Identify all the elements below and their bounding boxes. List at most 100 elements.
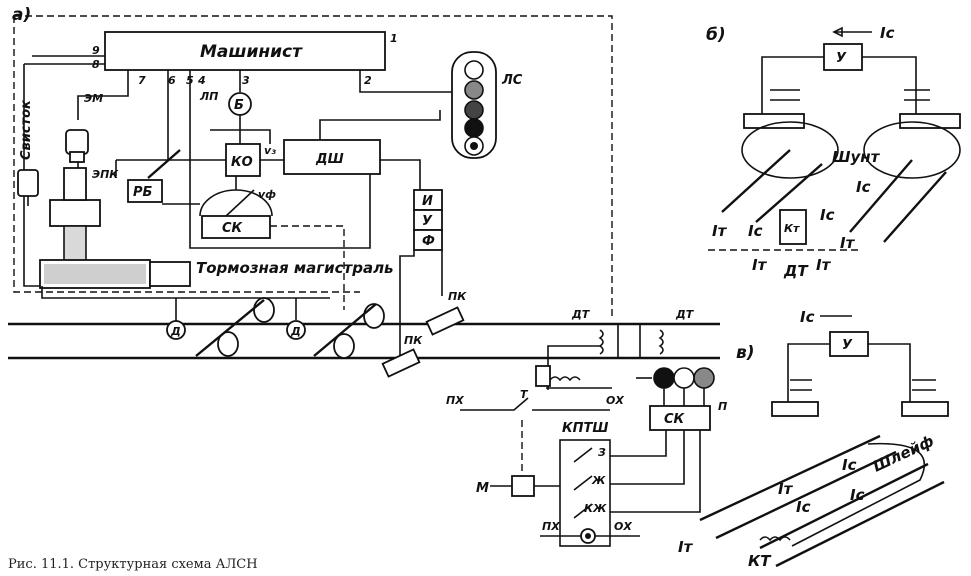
vf-label: vф [258, 188, 276, 201]
brake-cylinder [150, 262, 190, 286]
dt1-coil [600, 330, 603, 354]
panel-b-rail-a [722, 150, 822, 222]
kptsh-label: КПТШ [562, 421, 608, 436]
panel-v-ic-top: Iс [800, 308, 815, 326]
panel-b-shunt-label: Шунт [832, 148, 881, 166]
num-9: 9 [92, 44, 100, 57]
d1-label: Д [170, 325, 181, 338]
pk1-label: ПК [448, 290, 467, 303]
em-label: ЭМ [84, 92, 103, 105]
ox2-label: ОХ [614, 520, 632, 533]
ls-lamp-hatched-1 [465, 81, 483, 99]
pk2-coil [383, 349, 420, 376]
ko-label: КО [231, 155, 253, 170]
panel-b-rail-left [744, 114, 804, 128]
brake-reservoir-fill [44, 264, 146, 284]
num-2: 2 [364, 74, 372, 87]
num-7: 7 [138, 74, 146, 87]
epk-head [64, 168, 86, 200]
signal-to-sk [664, 388, 704, 406]
dt-insulating-joint [618, 324, 640, 358]
dt1-label: ДТ [571, 308, 591, 321]
dt2-label: ДТ [675, 308, 695, 321]
panel-v-ic2: Iс [796, 498, 811, 516]
p-label: П [718, 400, 727, 413]
whistle-body [18, 170, 38, 196]
px1-wire [460, 398, 528, 410]
em-valve [66, 130, 88, 154]
z-label: З [598, 446, 606, 459]
wire-2 [360, 70, 452, 92]
iuf-u-label: У [422, 214, 433, 229]
figure-caption: Рис. 11.1. Структурная схема АЛСН [8, 557, 258, 571]
ls-lamp-white [465, 61, 483, 79]
panel-b-it1: Iт [712, 222, 728, 240]
wheel-2a [364, 304, 384, 328]
ls-lamp-ring-core [470, 142, 478, 150]
num-3: 3 [242, 74, 250, 87]
panel-v-current-arrows [790, 380, 936, 390]
sk-track-label: СК [664, 412, 686, 427]
panel-v-ic1: Iс [842, 456, 857, 474]
track-transformer [550, 377, 580, 380]
epk-label: ЭПК [92, 168, 119, 181]
em-valve-base [70, 152, 84, 162]
panel-a-label: а) [12, 5, 31, 25]
motor-box [512, 476, 534, 496]
iuf-f-label: Ф [422, 234, 435, 249]
panel-b-rail-b [850, 160, 946, 242]
sk-label: СК [222, 221, 244, 236]
panel-v-it1: Iт [778, 480, 794, 498]
kptsh-to-sk [610, 430, 700, 512]
panel-b-rail-right [900, 114, 960, 128]
panel-v-kt: КТ [748, 552, 772, 570]
signal-lamp-3 [694, 368, 714, 388]
panel-b-dt: ДТ [783, 262, 809, 280]
sk-needle [226, 190, 254, 216]
rb-label: РБ [133, 185, 153, 200]
pk1-coil [427, 307, 464, 334]
px1-label: ПХ [446, 394, 464, 407]
panel-b-ic-top: Iс [880, 24, 895, 42]
whistle-label: Свисток [19, 99, 34, 160]
num-6: 6 [168, 74, 176, 87]
panel-v-label: в) [736, 343, 755, 363]
ls-label: ЛС [501, 73, 523, 88]
panel-v-rail-left [772, 402, 818, 416]
b-lamp-label: Б [234, 98, 244, 113]
pk2-label: ПК [404, 334, 423, 347]
panel-b-current-arrows [770, 90, 930, 100]
brake-main-label: Тормозная магистраль [196, 259, 394, 277]
dsh-to-iuf [380, 160, 420, 190]
d2-label: Д [290, 325, 301, 338]
panel-v-rail-right [902, 402, 948, 416]
num-1: 1 [390, 32, 398, 45]
dt-feed [548, 346, 600, 390]
rb-handle [148, 150, 180, 178]
panel-b-label: б) [706, 25, 726, 45]
panel-v-it2: Iт [678, 538, 694, 556]
dt2-coil [660, 330, 663, 354]
wheel-1a [254, 298, 274, 322]
panel-b-ic3: Iс [820, 206, 835, 224]
panel-b-u-label: У [836, 51, 847, 66]
dsh-label: ДШ [315, 152, 344, 167]
signal-lamp-1 [654, 368, 674, 388]
panel-b-it3: Iт [752, 256, 768, 274]
panel-b-kt-label: Кт [784, 222, 800, 235]
panel-b-ic2: Iс [748, 222, 763, 240]
dsh-to-ls [320, 110, 440, 140]
driver-label: Машинист [200, 42, 303, 62]
panel-v-rail-a [700, 436, 896, 538]
lp-label: ЛП [199, 90, 218, 103]
iuf-i-label: И [422, 194, 433, 209]
panel-b-it4: Iт [816, 256, 832, 274]
panel-v-ic3: Iс [850, 486, 865, 504]
panel-v-loop-label: Шлейф [870, 432, 937, 476]
zh-label: Ж [591, 474, 606, 487]
kptsh-cam-core [585, 533, 591, 539]
track-resistor [536, 366, 550, 386]
v3-label: v₃ [264, 144, 276, 157]
